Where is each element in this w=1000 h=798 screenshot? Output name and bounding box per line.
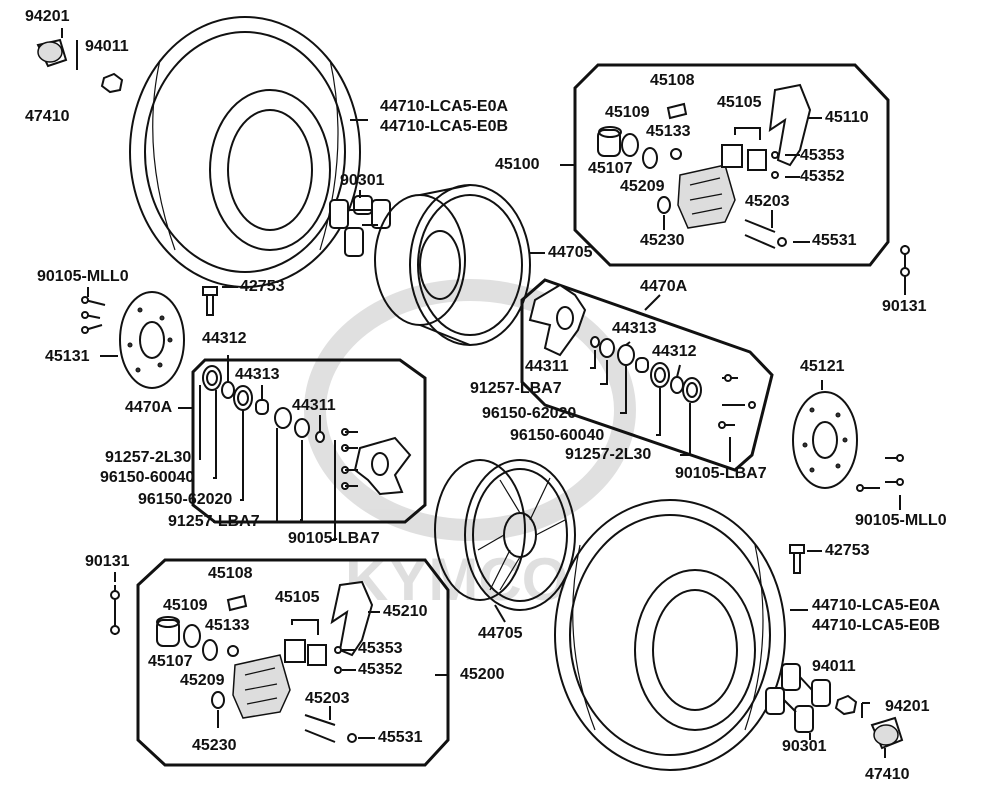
label-96150-60040-left: 96150-60040 xyxy=(100,469,195,486)
label-45109-bottom: 45109 xyxy=(163,597,208,614)
brake-disc-45121 xyxy=(792,380,858,489)
label-4470a-right: 4470A xyxy=(640,278,688,295)
label-94201-bottom: 94201 xyxy=(885,698,930,715)
hub-parts-right xyxy=(528,283,756,462)
label-42753-bottom: 42753 xyxy=(825,542,870,559)
tire-top-left xyxy=(129,16,361,288)
label-45230-bottom: 45230 xyxy=(192,737,237,754)
label-45203-top: 45203 xyxy=(745,193,790,210)
label-44710-lca5-e0a-bottom: 44710-LCA5-E0A xyxy=(812,597,941,614)
label-45200: 45200 xyxy=(460,666,505,683)
label-96150-62020-left: 96150-62020 xyxy=(138,491,233,508)
label-45133-top: 45133 xyxy=(646,123,691,140)
label-45531-bottom: 45531 xyxy=(378,729,423,746)
label-45109-top: 45109 xyxy=(605,104,650,121)
label-44311-right: 44311 xyxy=(525,358,569,375)
svg-text:KYMCO: KYMCO xyxy=(345,546,568,613)
label-45121: 45121 xyxy=(800,358,845,375)
spacer-90301-top xyxy=(329,190,391,257)
label-45108-top: 45108 xyxy=(650,72,695,89)
nut-94011-bottom xyxy=(834,694,858,716)
cap-94201-top-left xyxy=(36,28,78,70)
hub-parts-left xyxy=(178,355,412,541)
label-90301-top: 90301 xyxy=(340,172,385,189)
stud-42753-top xyxy=(202,286,238,316)
label-90105-lba7-right: 90105-LBA7 xyxy=(675,465,767,482)
label-45100: 45100 xyxy=(495,156,540,173)
label-45209-top: 45209 xyxy=(620,178,665,195)
label-45352-bottom: 45352 xyxy=(358,661,403,678)
tire-bottom-right xyxy=(554,499,808,771)
label-42753-top: 42753 xyxy=(240,278,285,295)
rim-44705-bottom xyxy=(434,459,576,623)
label-45352-top: 45352 xyxy=(800,168,845,185)
label-90301-bottom: 90301 xyxy=(782,738,827,755)
label-45210: 45210 xyxy=(383,603,428,620)
label-47410-top-left: 47410 xyxy=(25,108,70,125)
bolts-90105-mll0-left xyxy=(81,287,106,334)
cap-94201-bottom xyxy=(861,702,904,758)
label-4470a-left: 4470A xyxy=(125,399,173,416)
label-45131: 45131 xyxy=(45,348,90,365)
label-91257-lba7-left: 91257-LBA7 xyxy=(168,513,260,530)
hub-group-box-left xyxy=(191,358,427,524)
label-45133-bottom: 45133 xyxy=(205,617,250,634)
label-45531-top: 45531 xyxy=(812,232,857,249)
caliper-parts-bottom xyxy=(156,580,448,743)
brake-disc-45131 xyxy=(100,291,185,389)
label-44705-bottom: 44705 xyxy=(478,625,523,642)
label-44710-lca5-e0a-top: 44710-LCA5-E0A xyxy=(380,98,509,115)
label-45108-bottom: 45108 xyxy=(208,565,253,582)
label-96150-60040-right: 96150-60040 xyxy=(510,427,605,444)
label-96150-62020-right: 96150-62020 xyxy=(482,405,577,422)
label-44313-right: 44313 xyxy=(612,320,657,337)
label-94201-top-left: 94201 xyxy=(25,8,70,25)
brake-group-box-top xyxy=(573,63,890,267)
rim-44705-top xyxy=(374,184,545,346)
label-90105-mll0-left: 90105-MLL0 xyxy=(37,268,129,285)
label-44705-top: 44705 xyxy=(548,244,593,261)
label-45105-top: 45105 xyxy=(717,94,762,111)
label-45107-top: 45107 xyxy=(588,160,633,177)
label-45105-bottom: 45105 xyxy=(275,589,320,606)
bolts-90105-mll0-right xyxy=(856,454,904,510)
stud-42753-bottom xyxy=(789,544,822,574)
label-90131-left: 90131 xyxy=(85,553,130,570)
label-90131-right: 90131 xyxy=(882,298,927,315)
spacer-90301-bottom xyxy=(765,663,831,740)
label-44311-left: 44311 xyxy=(292,397,336,414)
label-45110: 45110 xyxy=(825,109,869,126)
label-44710-lca5-e0b-bottom: 44710-LCA5-E0B xyxy=(812,617,941,634)
label-94011-top-left: 94011 xyxy=(85,38,129,55)
label-44312-left: 44312 xyxy=(202,330,247,347)
label-45353-top: 45353 xyxy=(800,147,845,164)
label-94011-bottom: 94011 xyxy=(812,658,856,675)
label-45203-bottom: 45203 xyxy=(305,690,350,707)
label-91257-2l30-left: 91257-2L30 xyxy=(105,449,192,466)
label-44710-lca5-e0b-top: 44710-LCA5-E0B xyxy=(380,118,509,135)
label-44312-right: 44312 xyxy=(652,343,697,360)
label-45209-bottom: 45209 xyxy=(180,672,225,689)
caliper-parts-top xyxy=(560,83,822,249)
label-91257-lba7-right: 91257-LBA7 xyxy=(470,380,562,397)
label-45353-bottom: 45353 xyxy=(358,640,403,657)
bolts-90131-left xyxy=(110,572,120,635)
label-47410-bottom: 47410 xyxy=(865,766,910,783)
label-45230-top: 45230 xyxy=(640,232,685,249)
label-91257-2l30-right: 91257-2L30 xyxy=(565,446,652,463)
nut-94011-top-left xyxy=(100,72,124,94)
hub-group-box-right xyxy=(520,278,774,472)
label-90105-mll0-right: 90105-MLL0 xyxy=(855,512,947,529)
label-90105-lba7-left: 90105-LBA7 xyxy=(288,530,380,547)
bolts-90131-right xyxy=(900,245,910,295)
label-45107-bottom: 45107 xyxy=(148,653,193,670)
label-44313-left: 44313 xyxy=(235,366,280,383)
brake-group-box-bottom xyxy=(136,558,450,767)
